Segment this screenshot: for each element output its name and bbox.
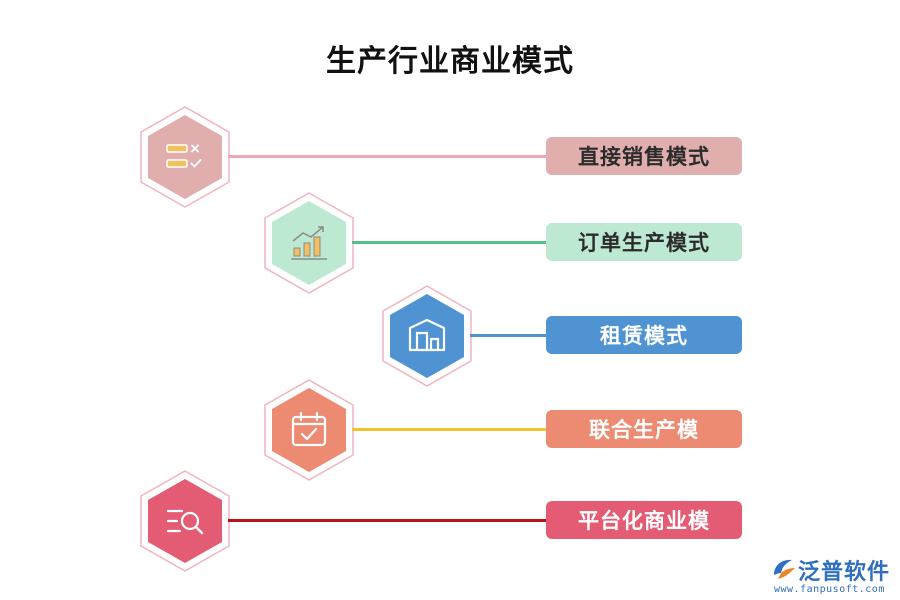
page-title: 生产行业商业模式 [326,44,574,79]
hexagon-shape [264,192,354,294]
model-row-joint-production: 联合生产模 [0,378,900,488]
hexagon-node [262,378,356,482]
checklist-icon [166,144,202,168]
hexagon-shape [140,470,230,572]
model-label: 订单生产模式 [578,231,710,255]
model-label-pill: 平台化商业模 [546,501,742,539]
connector-line [470,334,548,337]
model-label: 直接销售模式 [578,145,710,169]
model-row-direct-sales: 直接销售模式 [0,105,900,215]
model-label-pill: 直接销售模式 [546,137,742,175]
search-list-icon [166,509,204,535]
model-row-order-production: 订单生产模式 [0,191,900,301]
connector-line [352,428,548,431]
model-label-pill: 订单生产模式 [546,223,742,261]
warehouse-icon [408,318,446,352]
hexagon-shape [264,379,354,481]
model-label-pill: 联合生产模 [546,410,742,448]
hexagon-node [138,105,232,209]
hexagon-shape [140,106,230,208]
model-label: 联合生产模 [589,418,699,442]
brand-url: www.fanpusoft.com [774,584,885,595]
model-label: 平台化商业模 [578,509,710,533]
brand-logo: 泛普软件 www.fanpusoft.com [770,553,895,597]
bar-chart-icon [291,226,327,260]
connector-line [228,519,548,522]
hexagon-node [262,191,356,295]
model-row-platform: 平台化商业模 [0,469,900,579]
hexagon-node [138,469,232,573]
hexagon-node [380,284,474,388]
model-label-pill: 租赁模式 [546,316,742,354]
model-row-leasing: 租赁模式 [0,284,900,394]
brand-name: 泛普软件 [798,560,891,585]
connector-line [352,241,548,244]
brand-mark-icon [774,559,795,579]
connector-line [228,155,548,158]
model-label: 租赁模式 [600,324,688,348]
calendar-check-icon [291,411,327,447]
